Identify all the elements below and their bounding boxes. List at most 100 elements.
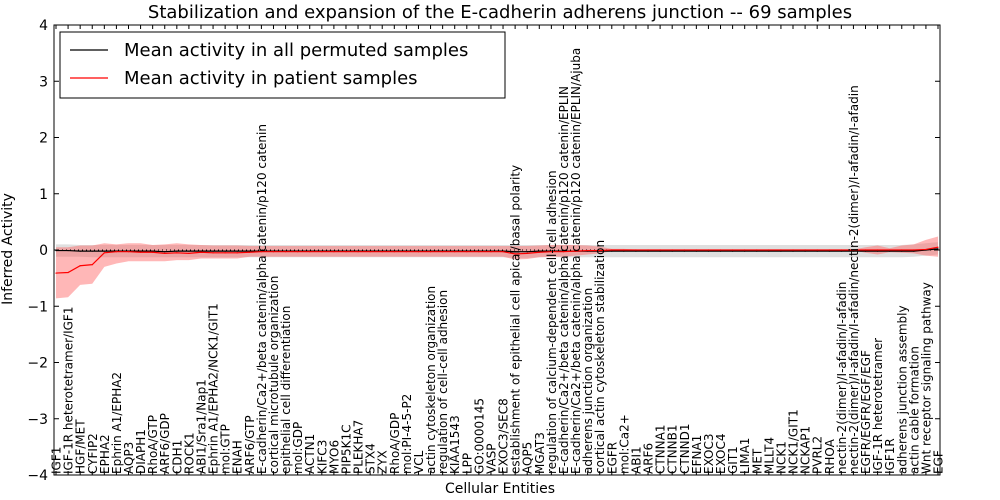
point-series-2 [381, 251, 383, 253]
point-series-2 [732, 249, 734, 251]
point-series-1 [200, 250, 202, 252]
point-series-1 [91, 250, 93, 252]
point-series-2 [405, 251, 407, 253]
x-tick-label: EGF [932, 450, 946, 474]
point-series-2 [913, 249, 915, 251]
point-series-2 [321, 251, 323, 253]
x-tick-label: CYFIP2 [86, 433, 100, 474]
legend-entry-1: Mean activity in all permuted samples [124, 40, 468, 61]
x-tick-label: mol:GTP [219, 424, 233, 474]
x-tick-label: ZYX [376, 450, 390, 474]
x-tick-label: IGF-1R heterotetramer [871, 338, 885, 474]
point-series-2 [67, 271, 69, 274]
x-tick-label: regulation of calcium-dependent cell-cel… [545, 170, 559, 474]
point-series-2 [429, 251, 432, 253]
x-tick-label: NCK1/GIT1 [787, 409, 801, 474]
x-tick-label: MGAT3 [533, 432, 547, 474]
point-series-2 [502, 251, 504, 253]
point-series-2 [623, 249, 625, 251]
x-tick-label: IGF-1R heterotetramer/IGF1 [62, 307, 76, 474]
x-tick-label: GO:0000145 [472, 398, 486, 474]
point-series-2 [200, 251, 202, 253]
point-series-2 [297, 251, 299, 253]
x-tick-label: CTNND1 [678, 423, 692, 474]
point-series-2 [152, 251, 154, 253]
point-series-2 [707, 249, 710, 251]
point-series-2 [272, 251, 275, 253]
point-series-1 [889, 250, 891, 252]
point-series-2 [828, 249, 830, 251]
y-tick-label: 2 [39, 131, 48, 147]
point-series-2 [417, 251, 420, 253]
point-series-1 [176, 250, 178, 252]
point-series-1 [804, 250, 806, 252]
x-tick-label: EGFR/EGFR/EGF/EGF [859, 350, 873, 474]
point-series-1 [732, 250, 734, 252]
x-tick-label: EXOC4 [714, 434, 728, 475]
point-series-1 [876, 250, 879, 252]
x-tick-label: ARF6/GDP [158, 413, 172, 474]
x-tick-label: NCK1 [774, 441, 788, 474]
x-tick-label: RHOA [823, 438, 837, 474]
x-tick-label: EPHA2 [98, 434, 112, 474]
point-series-1 [901, 250, 903, 252]
x-tick-label: adherens junction organization [581, 288, 595, 474]
point-series-2 [864, 249, 867, 251]
x-tick-label: cortical microtubule organization [267, 276, 281, 474]
x-tick-label: nectin-2(dimer)/I-afadin/I-afadin/nectin… [847, 85, 861, 474]
y-tick-label: −3 [27, 412, 48, 428]
x-tick-label: Ephrin A1/EPHA2/NCK1/GIT1 [207, 303, 221, 474]
point-series-1 [768, 250, 770, 252]
point-series-1 [659, 250, 661, 252]
point-series-1 [164, 251, 166, 253]
point-series-2 [937, 246, 939, 248]
x-tick-label: Wnt receptor signaling pathway [919, 282, 933, 474]
point-series-2 [792, 249, 794, 251]
point-series-2 [780, 249, 782, 251]
y-tick-label: 1 [39, 187, 48, 203]
point-series-2 [260, 251, 262, 253]
point-series-2 [562, 251, 565, 253]
point-series-2 [889, 249, 891, 251]
x-tick-label: KIAA1543 [448, 415, 462, 474]
x-tick-label: ACTN1 [303, 434, 317, 474]
point-series-2 [248, 251, 250, 253]
x-tick-label: regulation of cell-cell adhesion [436, 290, 450, 474]
legend-entry-2: Mean activity in patient samples [124, 68, 418, 89]
point-series-2 [55, 272, 57, 274]
x-tick-label: ARF6/GTP [243, 415, 257, 474]
x-tick-label: adherens junction assembly [895, 305, 909, 474]
point-series-2 [804, 249, 806, 251]
point-series-2 [224, 252, 226, 254]
point-series-2 [538, 251, 540, 253]
point-series-1 [683, 250, 685, 252]
x-tick-label: DIAPH1 [134, 429, 148, 474]
point-series-1 [224, 250, 226, 252]
point-series-2 [212, 252, 214, 254]
x-tick-label: mol:PI-4-5-P2 [400, 394, 414, 474]
point-series-1 [828, 250, 830, 252]
point-series-1 [212, 250, 214, 252]
x-tick-label: cortical actin cytoskeleton stabilizatio… [593, 240, 607, 474]
point-series-2 [309, 251, 311, 253]
point-series-1 [526, 251, 528, 253]
x-tick-label: EXOC3/SEC8 [497, 398, 511, 474]
x-tick-label: ABI1/Sra1/Nap1 [194, 379, 208, 474]
point-series-1 [139, 250, 142, 252]
x-tick-label: ARF6 [642, 443, 656, 474]
x-tick-label: actin cable formation [907, 346, 921, 474]
point-series-2 [901, 249, 903, 251]
point-series-2 [671, 249, 673, 251]
x-tick-label: nectin-2(dimer)/I-afadin/I-afadin [835, 282, 849, 474]
point-series-2 [816, 249, 818, 251]
point-series-2 [526, 252, 528, 254]
y-tick-label: 3 [39, 74, 48, 90]
point-series-2 [876, 249, 879, 251]
x-tick-label: MET [750, 448, 764, 474]
point-series-2 [79, 265, 81, 267]
point-series-2 [139, 251, 142, 253]
point-series-2 [188, 252, 190, 254]
point-series-2 [164, 252, 166, 254]
point-series-1 [647, 250, 649, 252]
